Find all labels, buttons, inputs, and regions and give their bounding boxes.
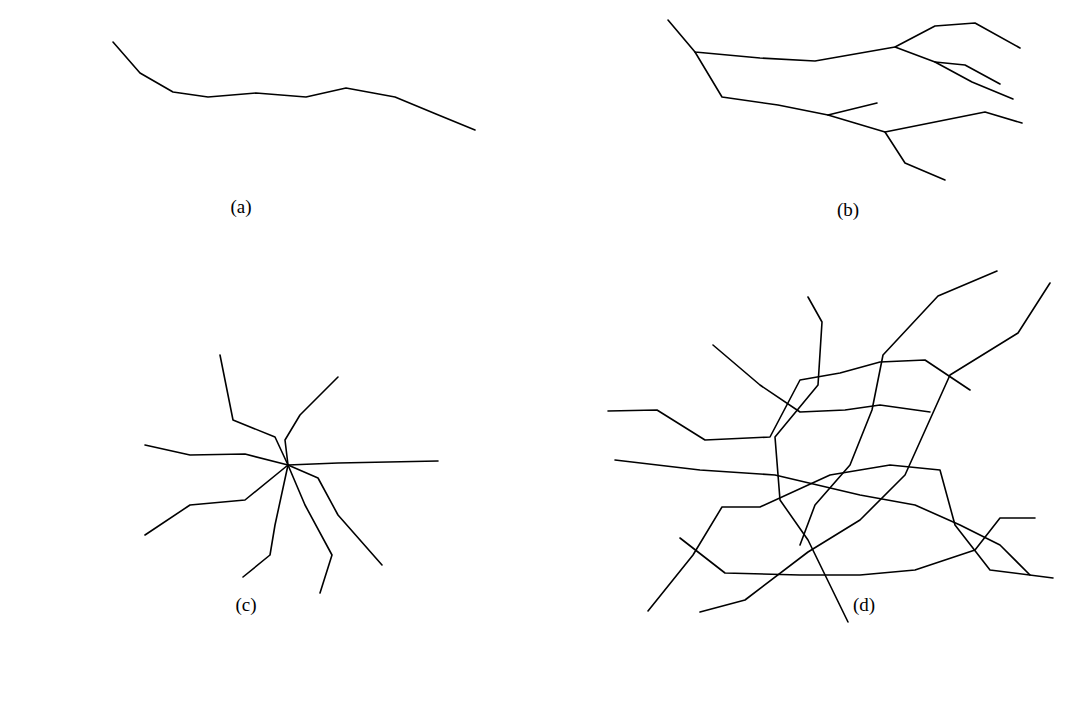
lineament [895, 47, 1013, 99]
radial-pattern [145, 355, 438, 593]
lineament [700, 283, 1050, 612]
lineament [608, 360, 970, 440]
lineament [288, 465, 332, 593]
network-pattern [608, 271, 1053, 622]
branching-pattern [668, 20, 1022, 180]
lineament [775, 297, 848, 622]
figure-label: (d) [853, 594, 875, 617]
lineament [800, 271, 997, 545]
figure-label: (c) [235, 594, 256, 617]
figure-label: (a) [230, 196, 251, 219]
lineament [288, 461, 438, 465]
lineament [680, 518, 1035, 575]
figure-label: (b) [837, 199, 859, 222]
lineament [113, 42, 475, 130]
lineament [615, 460, 1030, 575]
lineament [288, 465, 382, 565]
lineament [935, 62, 1000, 84]
lineament [828, 103, 877, 115]
lineament [668, 20, 1020, 61]
lineament [243, 465, 288, 577]
lineament [145, 465, 288, 535]
lineament [713, 345, 930, 412]
lineament [695, 52, 1022, 132]
lineament [220, 355, 288, 465]
single-line-pattern [113, 42, 475, 130]
lineament [145, 445, 288, 465]
lineament [648, 465, 1053, 611]
lineament [285, 377, 338, 465]
lineament [885, 132, 945, 180]
